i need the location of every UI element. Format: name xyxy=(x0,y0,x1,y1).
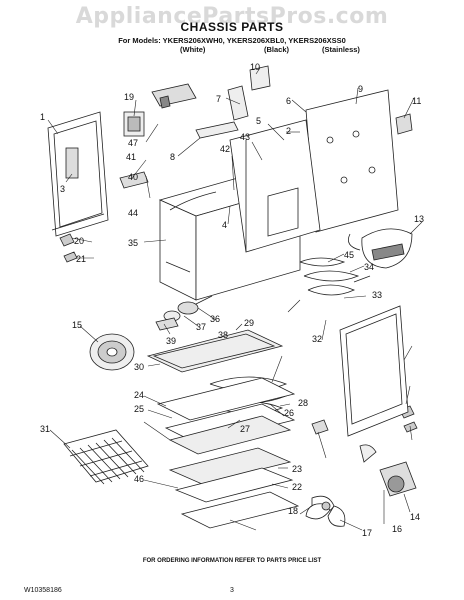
page-title: CHASSIS PARTS xyxy=(180,20,284,34)
page-number: 3 xyxy=(230,587,234,594)
callout-37: 37 xyxy=(196,322,206,332)
callout-43: 43 xyxy=(240,132,250,142)
callout-46: 46 xyxy=(134,474,144,484)
callout-21: 21 xyxy=(76,254,86,264)
callout-10: 10 xyxy=(250,62,260,72)
drawer-assembly xyxy=(156,377,300,529)
callout-27: 27 xyxy=(240,424,250,434)
document-number: W10358186 xyxy=(24,587,62,594)
callout-30: 30 xyxy=(134,362,144,372)
callout-3: 3 xyxy=(60,184,65,194)
callout-25: 25 xyxy=(134,404,144,414)
callout-29: 29 xyxy=(244,318,254,328)
leader-lines xyxy=(47,67,423,531)
sensor xyxy=(119,171,149,189)
variant-white: (White) xyxy=(180,45,206,54)
callout-5: 5 xyxy=(256,116,261,126)
convection-fan-cover xyxy=(89,333,135,371)
callout-36: 36 xyxy=(210,314,220,324)
callout-19: 19 xyxy=(124,92,134,102)
callout-22: 22 xyxy=(292,482,302,492)
right-side-panel xyxy=(339,305,409,437)
callout-38: 38 xyxy=(218,330,228,340)
broil-element xyxy=(299,257,371,296)
callout-24: 24 xyxy=(134,390,144,400)
callout-39: 39 xyxy=(166,336,176,346)
variant-black: (Black) xyxy=(264,45,290,54)
callout-44: 44 xyxy=(128,208,138,218)
callout-26: 26 xyxy=(284,408,294,418)
variant-stainless: (Stainless) xyxy=(322,45,360,54)
callout-40: 40 xyxy=(128,172,138,182)
callout-9: 9 xyxy=(358,84,363,94)
convection-fan xyxy=(305,419,417,527)
callout-20: 20 xyxy=(74,236,84,246)
thermal-fuse xyxy=(123,111,145,137)
callout-33: 33 xyxy=(372,290,382,300)
watermark: AppliancePartsPros.com xyxy=(75,4,389,29)
callout-23: 23 xyxy=(292,464,302,474)
drawer-tray xyxy=(146,329,284,373)
ordering-note: FOR ORDERING INFORMATION REFER TO PARTS … xyxy=(142,558,322,564)
left-side-panel xyxy=(47,111,109,237)
callout-14: 14 xyxy=(410,512,420,522)
callout-47: 47 xyxy=(128,138,138,148)
callout-31: 31 xyxy=(40,424,50,434)
callout-28: 28 xyxy=(298,398,308,408)
callout-6: 6 xyxy=(286,96,291,106)
callout-4: 4 xyxy=(222,220,227,230)
callout-34: 34 xyxy=(364,262,374,272)
leveling-leg-left xyxy=(59,233,418,433)
callout-labels: 1 3 19 47 8 7 10 6 9 11 2 5 41 40 42 43 … xyxy=(40,62,424,538)
callout-45: 45 xyxy=(344,250,354,260)
callout-1: 1 xyxy=(40,112,45,122)
oven-cavity xyxy=(158,119,321,301)
wiring-block xyxy=(347,228,413,269)
callout-32: 32 xyxy=(312,334,322,344)
callout-18: 18 xyxy=(288,506,298,516)
callout-17: 17 xyxy=(362,528,372,538)
callout-15: 15 xyxy=(72,320,82,330)
callout-8: 8 xyxy=(170,152,175,162)
callout-42: 42 xyxy=(220,144,230,154)
oven-rack xyxy=(63,429,149,485)
callout-41-top: 41 xyxy=(126,152,136,162)
callout-7: 7 xyxy=(216,94,221,104)
callout-35: 35 xyxy=(128,238,138,248)
callout-11: 11 xyxy=(412,96,421,106)
callout-13: 13 xyxy=(414,214,424,224)
callout-16: 16 xyxy=(392,524,402,534)
vent-bracket xyxy=(195,65,271,139)
model-list: For Models: YKERS206XWH0, YKERS206XBL0, … xyxy=(118,36,346,45)
rear-panel xyxy=(305,89,413,233)
callout-2: 2 xyxy=(286,126,291,136)
terminal-block xyxy=(151,83,197,109)
